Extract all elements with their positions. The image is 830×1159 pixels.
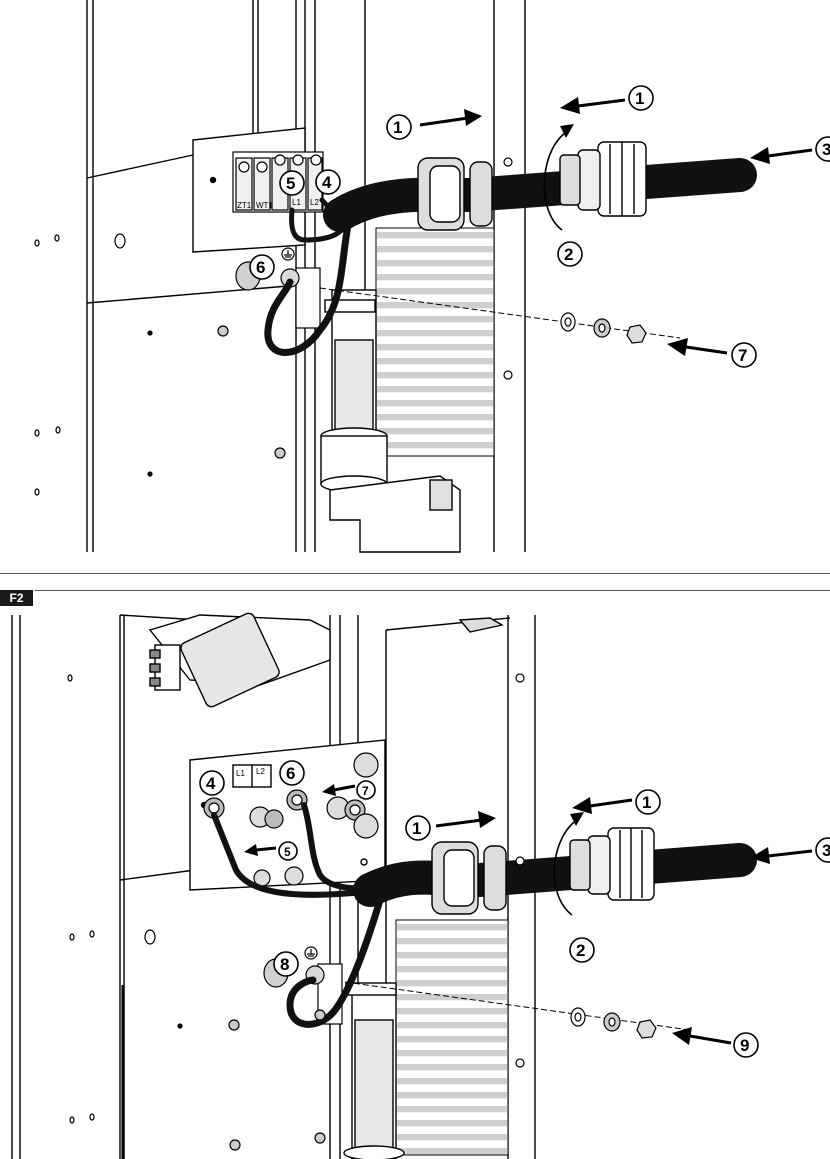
bottom-callout-7: 7: [362, 784, 369, 798]
panel-top-edge: [86, 154, 194, 179]
bottom-callout-4: 4: [206, 774, 216, 793]
louver-slat: [377, 358, 493, 365]
louver-slat: [377, 414, 493, 421]
top-callout-3: 3: [822, 140, 830, 159]
bottom-callout-1-left: 1: [412, 819, 421, 838]
top-callout-6: 6: [256, 258, 265, 277]
top-callout-5: 5: [286, 174, 295, 193]
top-callout-4: 4: [322, 173, 332, 192]
louver-slat: [377, 274, 493, 281]
louver-slat: [377, 288, 493, 295]
louver-slat: [397, 1120, 507, 1127]
top-callout-circles: [249, 85, 830, 368]
louver-slat: [397, 966, 507, 973]
terminal-label-l2: L2: [256, 767, 265, 776]
washer-set: [560, 312, 647, 344]
top-diagram-svg: ZT1 WT1 L1 L2: [34, 0, 830, 553]
gland-nut-inner: [417, 157, 493, 231]
bottom-diagram-panel: L1 L2: [0, 590, 830, 1159]
louver-slat: [377, 330, 493, 337]
top-cables: [264, 158, 757, 356]
cable-gland: [559, 141, 647, 217]
louver-slat: [377, 442, 493, 449]
bottom-callout-8: 8: [280, 955, 289, 974]
terminal-label-l1: L1: [292, 198, 301, 207]
louver-slat: [377, 400, 493, 407]
louver-grille: [375, 227, 495, 457]
column-assembly: [343, 982, 405, 1159]
louver-slat: [397, 1022, 507, 1029]
louver-slat: [397, 1064, 507, 1071]
bottom-callout-9: 9: [740, 1036, 749, 1055]
louver-slat: [377, 316, 493, 323]
rotation-arrow: [553, 817, 581, 916]
terminal-label-l1: L1: [236, 769, 245, 778]
cable-end: [734, 844, 746, 876]
top-diagram-panel: ZT1 WT1 L1 L2: [0, 0, 830, 555]
assembly-axis: [319, 287, 681, 339]
column-assembly: [320, 289, 461, 553]
louver-slat: [397, 1008, 507, 1015]
cable-end: [734, 159, 746, 191]
top-arrows: [419, 97, 813, 356]
bottom-arrows: [244, 784, 813, 1045]
terminal-label-zt1: ZT1: [237, 201, 252, 210]
bottom-callout-2: 2: [576, 941, 585, 960]
louver-slat: [397, 952, 507, 959]
louver-slat: [377, 260, 493, 267]
bottom-callout-1-right: 1: [642, 793, 651, 812]
louver-slat: [377, 246, 493, 253]
louver-slat: [397, 924, 507, 931]
terminal-label-wt1: WT1: [256, 201, 273, 210]
top-callout-1-right: 1: [635, 89, 644, 108]
panel-holes: [67, 674, 326, 1151]
section-divider: [0, 573, 830, 574]
louver-slat: [377, 344, 493, 351]
top-callout-7: 7: [738, 346, 747, 365]
cable-gland: [569, 827, 655, 901]
gland-nut-inner: [431, 841, 507, 915]
louver-slat: [397, 1036, 507, 1043]
louver-slat: [397, 1078, 507, 1085]
top-callout-1-left: 1: [393, 118, 402, 137]
louver-slat: [397, 1134, 507, 1141]
louver-slat: [397, 1092, 507, 1099]
terminal-label-l2: L2: [310, 198, 319, 207]
washer-set: [570, 1007, 657, 1039]
rotation-arrow: [543, 129, 571, 231]
louver-slat: [377, 232, 493, 239]
figure-header-line: [35, 590, 830, 591]
louver-grille: [395, 919, 509, 1156]
assembly-axis: [344, 981, 691, 1031]
panel-holes: [34, 233, 286, 496]
louver-slat: [397, 1050, 507, 1057]
louver-slat: [397, 938, 507, 945]
bottom-callout-circles: [199, 760, 830, 1058]
top-component: [148, 612, 504, 708]
bottom-diagram-svg: L1 L2: [11, 612, 830, 1159]
louver-slat: [377, 302, 493, 309]
ground-stud: [235, 247, 321, 329]
bottom-callout-3: 3: [822, 841, 830, 860]
louver-slat: [377, 372, 493, 379]
top-callout-2: 2: [564, 245, 573, 264]
louver-slat: [397, 1106, 507, 1113]
bottom-callout-6: 6: [286, 764, 295, 783]
louver-slat: [377, 428, 493, 435]
terminal-bolts: [203, 752, 379, 887]
louver-slat: [377, 386, 493, 393]
figure-label: F2: [0, 590, 33, 606]
louver-slat: [397, 980, 507, 987]
terminal-plate: [189, 739, 386, 891]
louver-slat: [397, 1148, 507, 1155]
bottom-callout-5: 5: [284, 845, 291, 859]
